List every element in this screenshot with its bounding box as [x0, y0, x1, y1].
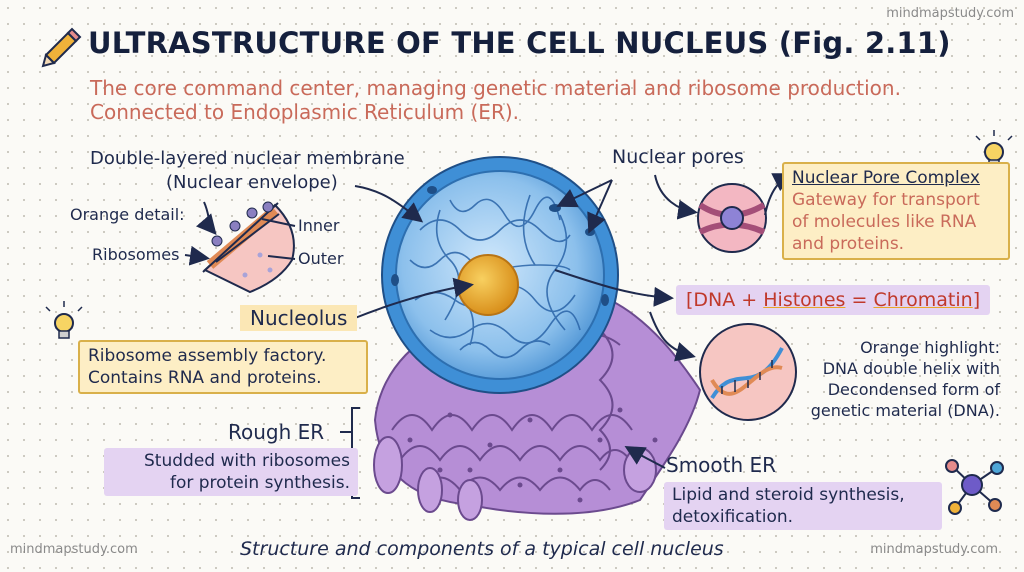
- page-title: ULTRASTRUCTURE OF THE CELL NUCLEUS (Fig.…: [88, 26, 951, 60]
- lightbulb-icon: [975, 130, 1013, 168]
- envelope-label: (Nuclear envelope): [166, 172, 338, 193]
- ribosomes-label: Ribosomes: [92, 245, 180, 264]
- membrane-detail: [202, 201, 295, 294]
- subtitle-line2: Connected to Endoplasmic Reticulum (ER).: [90, 100, 519, 124]
- chromatin-equation: [DNA + Histones = Chromatin]: [676, 285, 991, 315]
- nucleolus-line2: Contains RNA and proteins.: [88, 368, 322, 388]
- smooth-er-box: Lipid and steroid synthesis, detoxificat…: [664, 482, 942, 530]
- dna-helix-image: [699, 323, 797, 421]
- pore-complex-box: Nuclear Pore Complex Gateway for transpo…: [782, 162, 1010, 260]
- histones-term: Histones: [763, 289, 846, 311]
- membrane-label: Double-layered nuclear membrane: [90, 148, 405, 169]
- watermark-bottom-right: mindmapstudy.com: [870, 542, 998, 557]
- nucleolus-box: Ribosome assembly factory. Contains RNA …: [78, 340, 368, 394]
- molecule-icon: [945, 459, 1004, 515]
- chromatin-close: ]: [972, 289, 981, 311]
- caption: Structure and components of a typical ce…: [240, 538, 724, 560]
- subtitle: The core command center, managing geneti…: [90, 76, 901, 124]
- nuclear-pores-label: Nuclear pores: [612, 146, 744, 168]
- watermark-bottom-left: mindmapstudy.com: [10, 542, 138, 557]
- smooth-er-line2: detoxification.: [672, 507, 794, 527]
- dna-line1: Orange highlight:: [860, 338, 1000, 357]
- pore-complex-image: [697, 183, 767, 253]
- rough-er-line2: for protein synthesis.: [169, 473, 350, 493]
- rough-er-box: Studded with ribosomes for protein synth…: [104, 448, 358, 496]
- smooth-er-title: Smooth ER: [666, 453, 777, 477]
- outer-label: Outer: [298, 249, 344, 268]
- dna-text: Orange highlight: DNA double helix with …: [796, 337, 1000, 421]
- dna-line4: genetic material (DNA).: [810, 401, 1000, 420]
- pore-line2: of molecules like RNA: [792, 212, 977, 232]
- smooth-er-line1: Lipid and steroid synthesis,: [672, 485, 905, 505]
- chromatin-eq: =: [845, 289, 874, 311]
- chromatin-open: [DNA +: [686, 289, 764, 311]
- nucleolus-line1: Ribosome assembly factory.: [88, 346, 327, 366]
- pore-complex-title: Nuclear Pore Complex: [792, 168, 980, 188]
- watermark-top: mindmapstudy.com: [886, 6, 1014, 21]
- rough-er-line1: Studded with ribosomes: [144, 451, 350, 471]
- dna-line2: DNA double helix with: [822, 359, 1000, 378]
- chromatin-term: Chromatin: [873, 289, 973, 311]
- pore-line1: Gateway for transport: [792, 190, 980, 210]
- nucleolus-tag: Nucleolus: [240, 305, 358, 331]
- subtitle-line1: The core command center, managing geneti…: [90, 76, 901, 100]
- leader-lines: [184, 173, 794, 499]
- lightbulb-icon: [45, 301, 83, 339]
- orange-detail-label: Orange detail:: [70, 205, 185, 224]
- dna-line3: Decondensed form of: [827, 380, 1000, 399]
- nucleus-shape: [381, 156, 619, 394]
- rough-er-title: Rough ER: [228, 420, 325, 444]
- pencil-icon: [41, 27, 82, 68]
- pore-line3: and proteins.: [792, 234, 905, 254]
- inner-label: Inner: [298, 216, 340, 235]
